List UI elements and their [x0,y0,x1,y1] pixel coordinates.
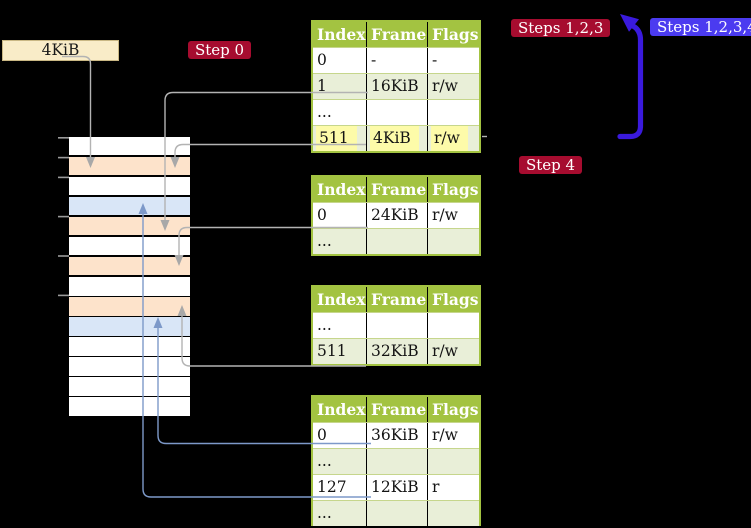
step0-badge: Step 0 [188,41,252,59]
table-cell: ... [313,100,367,125]
header-cell: Frame [367,177,428,202]
memory-frame-row-blue [69,197,190,216]
memory-column [69,137,190,417]
recursive-loop-arrow [617,14,644,140]
steps1234-badge: Steps 1,2,3,4 [650,18,751,36]
table-cell [367,501,428,526]
table-row: ... [313,228,479,254]
table-cell: ... [313,229,367,254]
table-cell: 24KiB [367,203,428,228]
table-cell [367,449,428,474]
header-cell: Flags [428,287,479,312]
memory-frame-row-white [69,137,190,156]
table-cell: 16KiB [367,74,428,99]
table-cell [428,313,479,338]
table-cell: 1 [313,74,367,99]
memory-frame-row-peach [69,217,190,236]
highlighted-value: 4KiB [370,126,419,151]
table-cell: 0 [313,48,367,73]
memory-frame-row-white [69,377,190,396]
memory-tick-marks [58,137,69,297]
table-cell [367,100,428,125]
table-cell [367,313,428,338]
table-cell [428,501,479,526]
memory-frame-row-white [69,337,190,356]
memory-frame-row-peach [69,297,190,316]
header-cell: Index [313,287,367,312]
table-cell: ... [313,449,367,474]
steps123-badge: Steps 1,2,3 [511,19,611,37]
table-cell: 0 [313,203,367,228]
header-cell: Frame [367,287,428,312]
header-cell: Frame [367,22,428,47]
table-cell: ... [313,313,367,338]
table-cell [428,449,479,474]
table-row: 0-- [313,47,479,73]
table-cell: 127 [313,475,367,500]
header-cell: Flags [428,22,479,47]
highlighted-value: 511 [316,126,357,151]
table-cell: r [432,478,440,496]
table-cell: - [432,51,438,69]
table-cell: 4KiB [367,126,428,151]
table-cell [428,229,479,254]
table-cell: r/w [428,126,479,151]
memory-frame-row-peach [69,257,190,276]
table-cell [367,229,428,254]
memory-frame-row-peach [69,157,190,176]
memory-frame-row-white [69,397,190,416]
table-row: ... [313,312,479,338]
memory-frame-row-blue [69,317,190,336]
table-cell: r/w [432,206,458,224]
header-cell: Flags [428,177,479,202]
table-cell [428,100,479,125]
table-row: ... [313,448,479,474]
table-cell: 32KiB [367,339,428,364]
header-cell: Frame [367,397,428,422]
table-cell: 0 [313,423,367,448]
table-cell: 511 [313,339,367,364]
table-row: ... [313,500,479,526]
table-cell: r/w [428,74,479,99]
table-cell: ... [313,501,367,526]
memory-frame-row-white [69,177,190,196]
root-table-pointer-box: 4KiB [2,40,119,61]
header-cell: Flags [428,397,479,422]
table-cell: r/w [428,339,479,364]
memory-frame-row-white [69,237,190,256]
table-cell: 36KiB [367,423,428,448]
table-cell: 12KiB [367,475,428,500]
header-cell: Index [313,397,367,422]
table-cell: 511 [313,126,367,151]
table-cell: r/w [432,426,458,444]
step4-badge: Step 4 [519,156,583,174]
header-cell: Index [313,22,367,47]
table-row: ... [313,99,479,125]
memory-frame-row-white [69,357,190,376]
memory-frame-row-white [69,277,190,296]
table-cell: - [367,48,428,73]
header-cell: Index [313,177,367,202]
table-row: 511 4KiB r/w [313,125,479,151]
highlighted-value: r/w [431,126,468,151]
